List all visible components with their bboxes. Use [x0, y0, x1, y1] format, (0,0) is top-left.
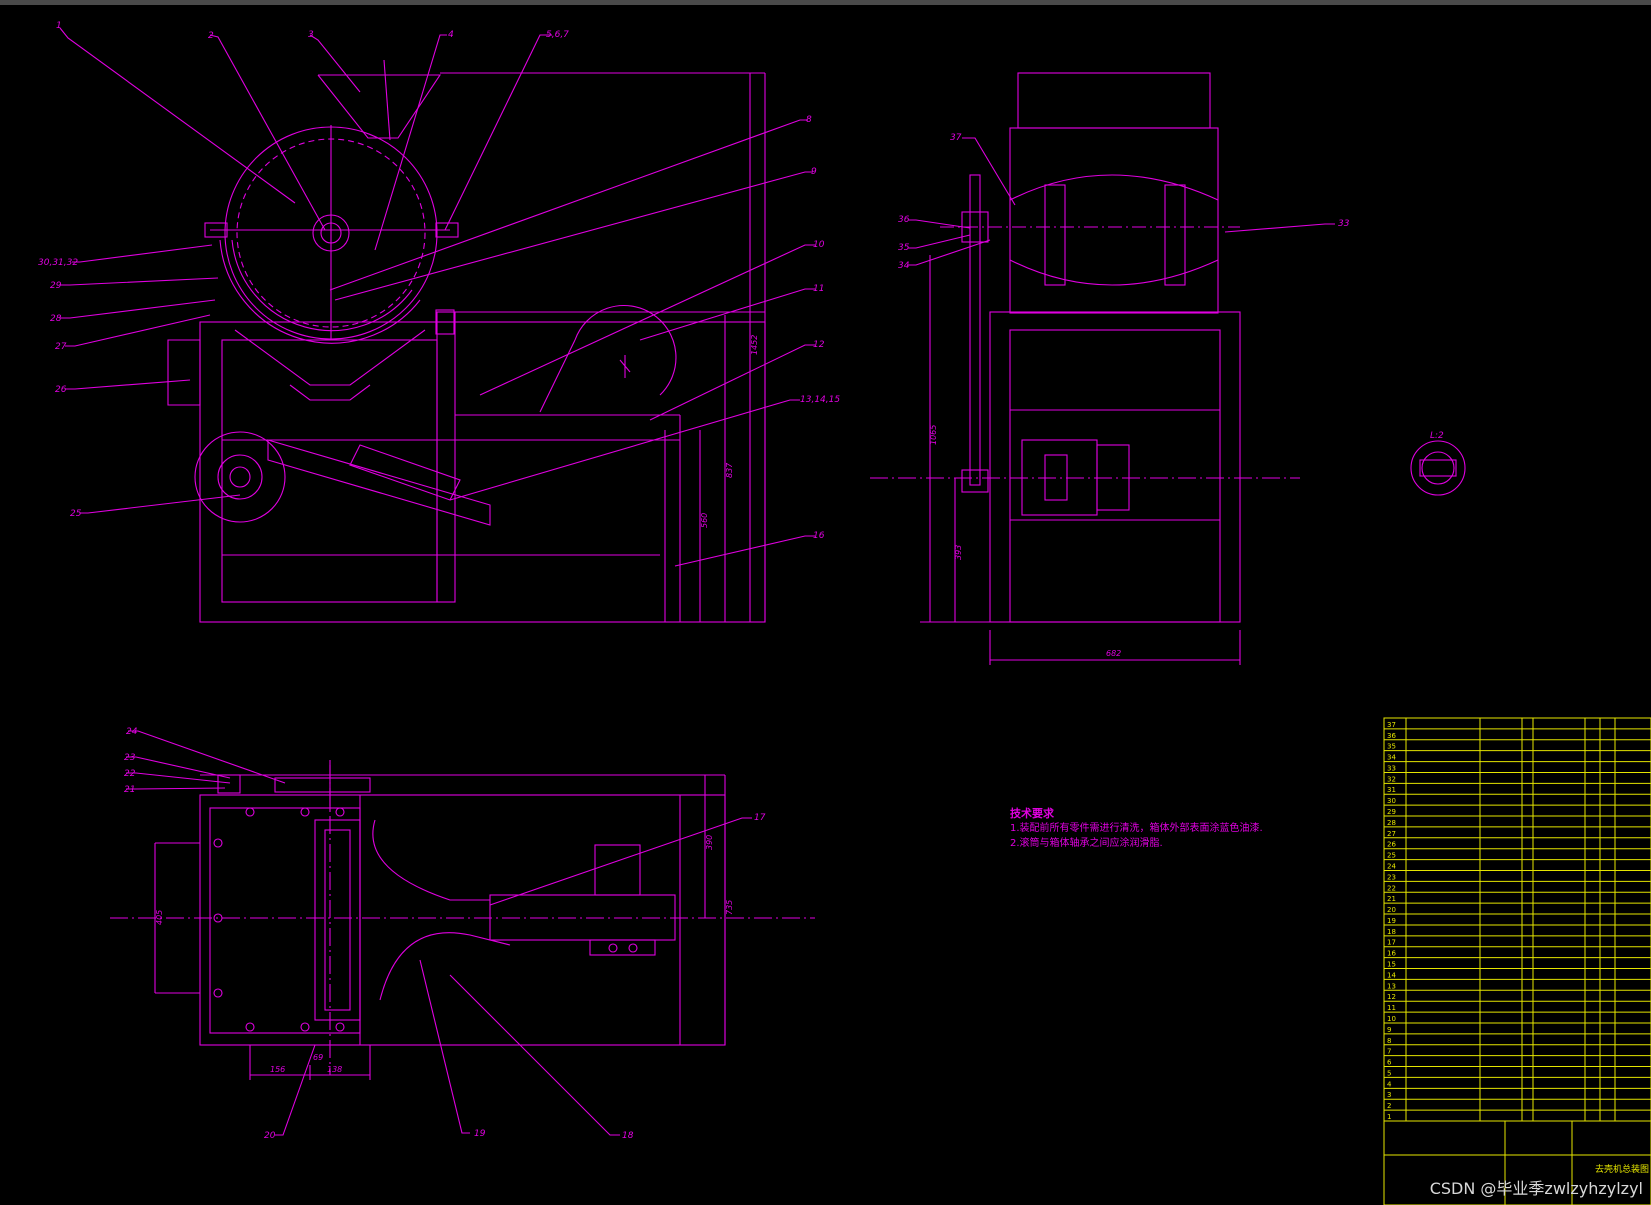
- balloon-28: 28: [50, 314, 62, 324]
- bom-row-number: 35: [1387, 743, 1396, 751]
- balloon-24: 24: [126, 727, 138, 737]
- bom-row-number: 2: [1387, 1102, 1391, 1110]
- dim-1452: 1452: [750, 335, 759, 355]
- dim-156: 156: [270, 1065, 285, 1074]
- bom-row-number: 31: [1387, 786, 1396, 794]
- balloon-29: 29: [50, 281, 62, 291]
- dim-405: 405: [155, 910, 164, 925]
- bom-row-number: 18: [1387, 928, 1396, 936]
- bom-row-number: 21: [1387, 895, 1396, 903]
- bom-row-number: 19: [1387, 917, 1396, 925]
- bom-row-number: 5: [1387, 1069, 1391, 1077]
- detail-label: L:2: [1430, 431, 1444, 441]
- bom-row-number: 4: [1387, 1080, 1392, 1088]
- balloon-21: 21: [124, 785, 135, 795]
- bom-row-number: 7: [1387, 1048, 1391, 1056]
- bom-row-number: 20: [1387, 906, 1396, 914]
- bom-row-number: 16: [1387, 950, 1396, 958]
- balloon-11: 11: [813, 284, 824, 294]
- bom-row-number: 37: [1387, 721, 1396, 729]
- bom-row-number: 30: [1387, 797, 1396, 805]
- bom-row-number: 10: [1387, 1015, 1396, 1023]
- bom-row-number: 32: [1387, 775, 1396, 783]
- bom-row-number: 22: [1387, 884, 1396, 892]
- bom-row-number: 33: [1387, 764, 1396, 772]
- bom-row-number: 3: [1387, 1091, 1391, 1099]
- bom-table: 3736353433323130292827262524232221201918…: [1383, 717, 1651, 1205]
- top-view: [110, 730, 815, 1136]
- watermark: CSDN @毕业季zwlzyhzylzyl: [1429, 1179, 1643, 1198]
- front-view: [59, 27, 815, 623]
- bom-row-number: 11: [1387, 1004, 1396, 1012]
- balloon-37: 37: [950, 133, 962, 143]
- dim-138: 138: [327, 1065, 342, 1074]
- bom-row-number: 14: [1387, 971, 1396, 979]
- balloon-36: 36: [898, 215, 910, 225]
- bom-row-number: 24: [1387, 862, 1396, 870]
- bom-row-number: 26: [1387, 841, 1396, 849]
- balloon-10: 10: [813, 240, 825, 250]
- bom-row-number: 29: [1387, 808, 1396, 816]
- balloon-2: 2: [208, 31, 214, 41]
- balloon-19: 19: [474, 1129, 486, 1139]
- balloon-27: 27: [55, 342, 67, 352]
- dim-393: 393: [954, 545, 963, 560]
- balloon-8: 8: [806, 115, 812, 125]
- window-top-bar: [0, 0, 1651, 5]
- dim-390: 390: [705, 835, 714, 850]
- balloon-9: 9: [811, 167, 817, 177]
- bom-row-number: 36: [1387, 732, 1396, 740]
- balloon-33: 33: [1338, 219, 1350, 229]
- dim-69: 69: [313, 1053, 323, 1062]
- bom-row-number: 28: [1387, 819, 1396, 827]
- balloon-4: 4: [448, 30, 454, 40]
- balloon-17: 17: [754, 813, 766, 823]
- balloon-26: 26: [55, 385, 67, 395]
- balloon-22: 22: [124, 769, 136, 779]
- bom-row-number: 23: [1387, 873, 1396, 881]
- tech-item-2: 2.滚筒与箱体轴承之间应涂润滑脂.: [1010, 838, 1163, 849]
- bom-row-number: 9: [1387, 1026, 1391, 1034]
- bom-row-number: 17: [1387, 939, 1396, 947]
- dim-735: 735: [725, 900, 734, 915]
- side-view: [870, 72, 1466, 665]
- balloon-25: 25: [70, 509, 82, 519]
- balloon-35: 35: [898, 243, 910, 253]
- bom-row-number: 6: [1387, 1059, 1392, 1067]
- balloon-1: 1: [56, 21, 62, 31]
- tech-heading: 技术要求: [1010, 807, 1054, 820]
- dim-837: 837: [725, 462, 734, 478]
- balloon-18: 18: [622, 1131, 634, 1141]
- balloon-20: 20: [264, 1131, 276, 1141]
- bom-row-number: 13: [1387, 982, 1396, 990]
- bom-row-number: 27: [1387, 830, 1396, 838]
- dim-1065: 1065: [929, 425, 938, 445]
- balloon-30-31-32: 30,31,32: [38, 258, 78, 268]
- bom-row-number: 34: [1387, 754, 1396, 762]
- balloon-12: 12: [813, 340, 825, 350]
- drawing-title: 去壳机总装图: [1595, 1163, 1649, 1175]
- balloon-5-6-7: 5,6,7: [546, 30, 569, 40]
- bom-row-number: 1: [1387, 1113, 1391, 1121]
- bom-row-number: 12: [1387, 993, 1396, 1001]
- dim-682: 682: [1106, 649, 1121, 658]
- tech-item-1: 1.装配前所有零件需进行清洗，箱体外部表面涂蓝色油漆.: [1010, 823, 1263, 834]
- bom-row-number: 25: [1387, 852, 1396, 860]
- balloon-16: 16: [813, 531, 825, 541]
- bom-row-number: 8: [1387, 1037, 1391, 1045]
- dim-560: 560: [700, 513, 709, 528]
- balloon-23: 23: [124, 753, 136, 763]
- balloon-34: 34: [898, 261, 910, 271]
- balloon-13-14-15: 13,14,15: [800, 395, 840, 405]
- technical-requirements: 技术要求 1.装配前所有零件需进行清洗，箱体外部表面涂蓝色油漆. 2.滚筒与箱体…: [1010, 806, 1263, 851]
- bom-row-number: 15: [1387, 961, 1396, 969]
- balloon-3: 3: [308, 30, 314, 40]
